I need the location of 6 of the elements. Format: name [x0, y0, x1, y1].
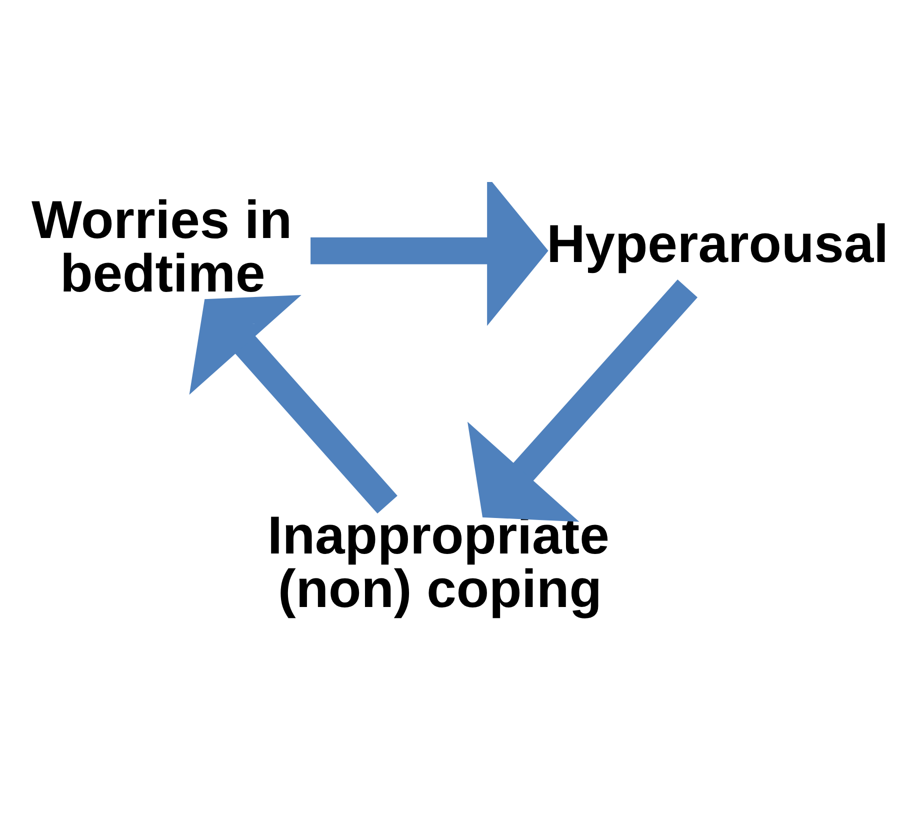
arrow: [467, 280, 698, 522]
node-text: Worries in bedtime: [31, 191, 292, 304]
arrow: [310, 182, 548, 326]
node-text: Hyperarousal: [546, 215, 889, 274]
node-text: Inappropriate (non) coping: [268, 506, 610, 620]
arrow: [189, 295, 398, 514]
